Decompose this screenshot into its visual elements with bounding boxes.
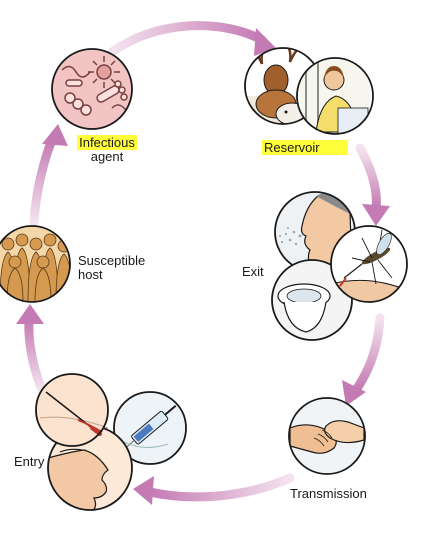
cycle-arrow-agent-to-reservoir	[107, 21, 276, 57]
reservoir-label-text: Reservoir	[262, 140, 348, 155]
cycle-arrow-exit-to-transmission	[342, 313, 385, 406]
crowd-icon	[0, 225, 71, 303]
susceptible-host-label: Susceptible host	[78, 254, 145, 282]
infectious-agent-label-line1: Infectious	[77, 135, 137, 150]
reservoir-label: Reservoir	[262, 140, 348, 155]
mosquito-icon	[330, 225, 408, 303]
patient-in-bed-icon	[296, 57, 374, 135]
cycle-arrow-reservoir-to-exit	[355, 143, 390, 226]
cycle-arrow-entry-to-host	[16, 304, 47, 395]
infectious-agent-label-line2: agent	[90, 149, 124, 164]
cycle-arrow-host-to-agent	[29, 124, 68, 227]
susceptible-host-label-line1: Susceptible	[78, 253, 146, 268]
cut-finger-icon	[35, 373, 109, 447]
microbes-icon	[51, 48, 133, 130]
infectious-agent-label: Infectious agent	[71, 135, 143, 164]
handshake-icon	[288, 397, 366, 475]
transmission-label: Transmission	[290, 486, 367, 501]
cycle-arrow-transmission-to-entry	[133, 473, 295, 505]
susceptible-host-label-line2: host	[78, 267, 103, 282]
syringe-icon	[113, 391, 187, 465]
exit-label: Exit	[242, 264, 264, 279]
entry-label: Entry	[14, 454, 45, 469]
toilet-icon	[271, 259, 353, 341]
